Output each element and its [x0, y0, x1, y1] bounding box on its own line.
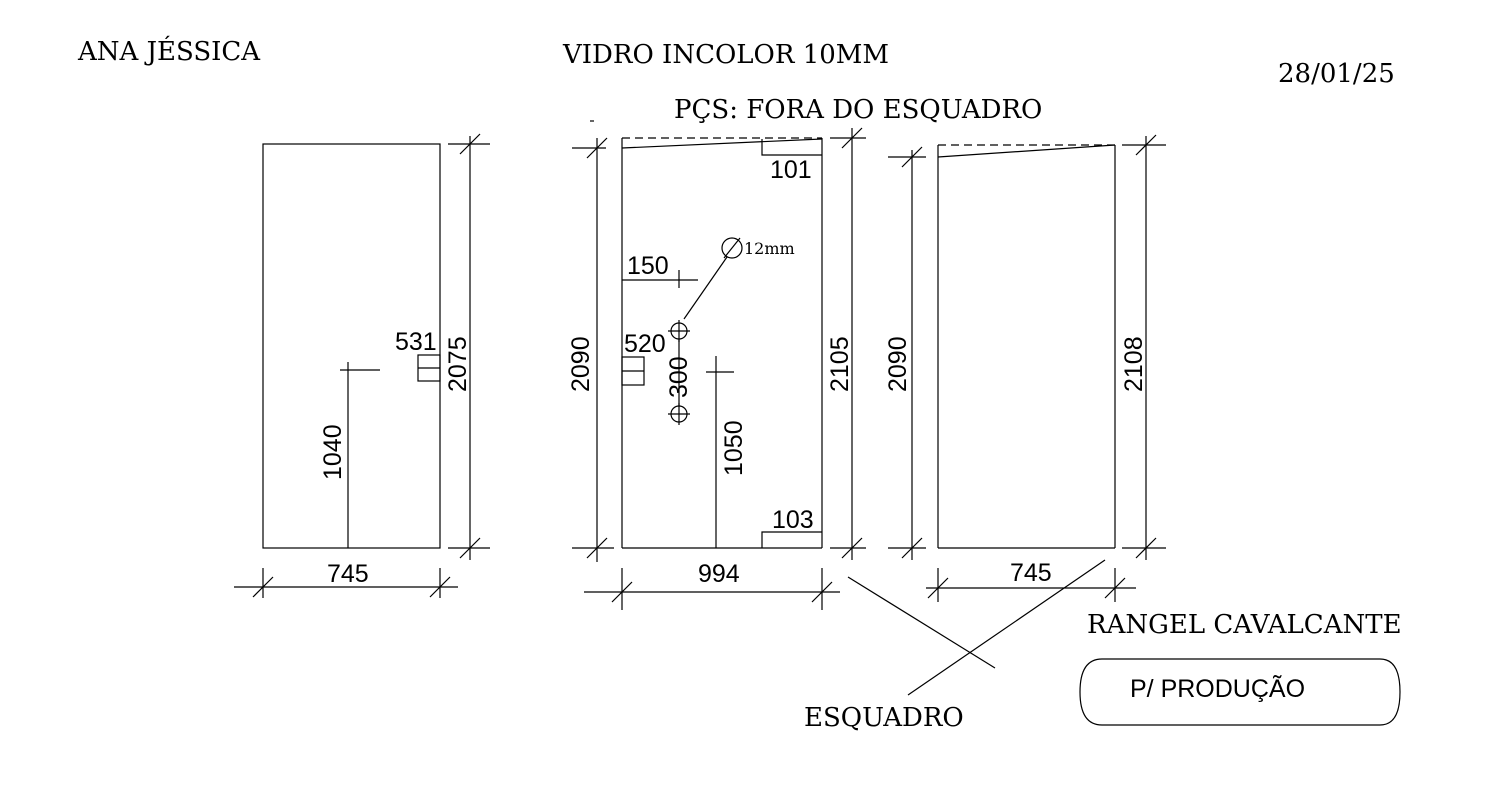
hole-spacing-label: 300: [665, 356, 693, 398]
square-label: ESQUADRO: [804, 703, 964, 733]
dim-tick: [429, 576, 451, 598]
glass-top-slanted: [937, 144, 1116, 158]
dim-tick: [459, 133, 481, 155]
hole-diameter-label: 12mm: [744, 239, 795, 258]
width-label: 994: [698, 560, 740, 588]
square-leader: [847, 576, 996, 669]
dim-tick: [841, 537, 863, 559]
dim-tick: [252, 576, 274, 598]
panel-right: 2090 2108 745: [884, 134, 1166, 602]
dim-tick: [611, 581, 633, 603]
dim-tick: [1135, 134, 1157, 156]
diameter-symbol: [721, 237, 743, 259]
right-height-label: 2108: [1120, 336, 1148, 392]
left-height-label: 2090: [884, 336, 912, 392]
dim-tick: [927, 577, 949, 599]
notch-label: 531: [395, 328, 437, 356]
side-notch-label: 520: [624, 330, 666, 358]
dim-tick: [841, 127, 863, 149]
handle-height-label: 1040: [319, 424, 347, 480]
dim-tick: [1135, 537, 1157, 559]
dim-tick: [586, 537, 608, 559]
height-label: 2075: [444, 336, 472, 392]
dim-tick: [586, 137, 608, 159]
dim-tick: [811, 581, 833, 603]
leader-line: [683, 256, 728, 320]
left-height-label: 2090: [567, 336, 595, 392]
drawing-date: 28/01/25: [1278, 59, 1395, 89]
top-notch: [761, 139, 822, 156]
handle-height-label: 1050: [720, 420, 748, 476]
top-notch-label: 101: [770, 156, 812, 184]
square-leader: [907, 559, 1106, 696]
out-of-square-note: PÇS: FORA DO ESQUADRO: [674, 95, 1042, 125]
status-label: P/ PRODUÇÃO: [1130, 674, 1305, 703]
client-name: ANA JÉSSICA: [77, 35, 261, 67]
dim-tick: [901, 537, 923, 559]
glass-outline: [262, 143, 441, 549]
width-label: 745: [1010, 559, 1052, 587]
status-box: [1079, 658, 1401, 726]
bottom-notch: [761, 531, 822, 548]
width-label: 745: [327, 560, 369, 588]
author-name: RANGEL CAVALCANTE: [1087, 610, 1402, 640]
glass-top-slanted: [621, 138, 823, 149]
dim-tick: [459, 537, 481, 559]
panel-left: 745 2075 1040 531: [234, 133, 490, 598]
dim-tick: [901, 146, 923, 168]
right-height-label: 2105: [826, 336, 854, 392]
material-title: VIDRO INCOLOR 10MM: [562, 40, 889, 70]
dim-tick: [1104, 577, 1126, 599]
bottom-notch-label: 103: [772, 506, 814, 534]
panel-center: 101 103 2090 2105 994 150: [567, 127, 866, 610]
hole-offset-label: 150: [627, 252, 669, 280]
diameter-slash: [723, 237, 741, 259]
